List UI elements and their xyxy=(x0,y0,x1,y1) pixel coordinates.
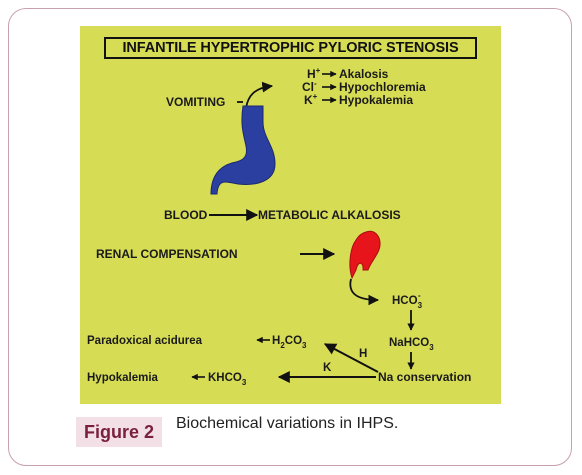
label-arrow-h: H xyxy=(359,348,367,360)
arrow-kidney-hco3 xyxy=(349,278,380,306)
label-na-conservation: Na conservation xyxy=(378,370,471,384)
ion-cl: Cl- xyxy=(302,79,317,94)
effect-akalosis: Akalosis xyxy=(339,67,389,81)
label-arrow-k: K xyxy=(323,362,332,374)
arrow-na-h2co3 xyxy=(323,343,379,373)
ihps-diagram: H+ Akalosis Cl- Hypochloremia K+ Hypokal… xyxy=(87,66,471,387)
label-vomiting: VOMITING xyxy=(166,95,225,109)
effect-hypochloremia: Hypochloremia xyxy=(339,80,426,94)
label-renal-compensation: RENAL COMPENSATION xyxy=(96,247,238,261)
label-nahco3: NaHCO3 xyxy=(389,337,434,352)
label-h2co3: H2CO3 xyxy=(272,335,307,350)
kidney-icon xyxy=(349,230,381,280)
effect-hypokalemia: Hypokalemia xyxy=(339,93,413,107)
label-hypokalemia-bottom: Hypokalemia xyxy=(87,372,159,384)
label-khco3: KHCO3 xyxy=(208,372,247,387)
figure-caption: Biochemical variations in IHPS. xyxy=(176,415,399,432)
ion-h: H+ xyxy=(307,66,321,81)
vomit-arrow xyxy=(245,81,274,109)
label-metabolic-alkalosis: METABOLIC ALKALOSIS xyxy=(258,208,401,222)
label-hco3: HCO3- xyxy=(392,291,423,310)
figure-label: Figure 2 xyxy=(76,417,162,447)
ion-k: K+ xyxy=(304,92,318,107)
diagram-title: INFANTILE HYPERTROPHIC PYLORIC STENOSIS xyxy=(104,37,477,59)
diagram-panel xyxy=(80,26,501,404)
label-blood: BLOOD xyxy=(164,208,208,222)
stomach-icon xyxy=(210,105,276,195)
label-paradoxical-aciduria: Paradoxical acidurea xyxy=(87,335,203,347)
